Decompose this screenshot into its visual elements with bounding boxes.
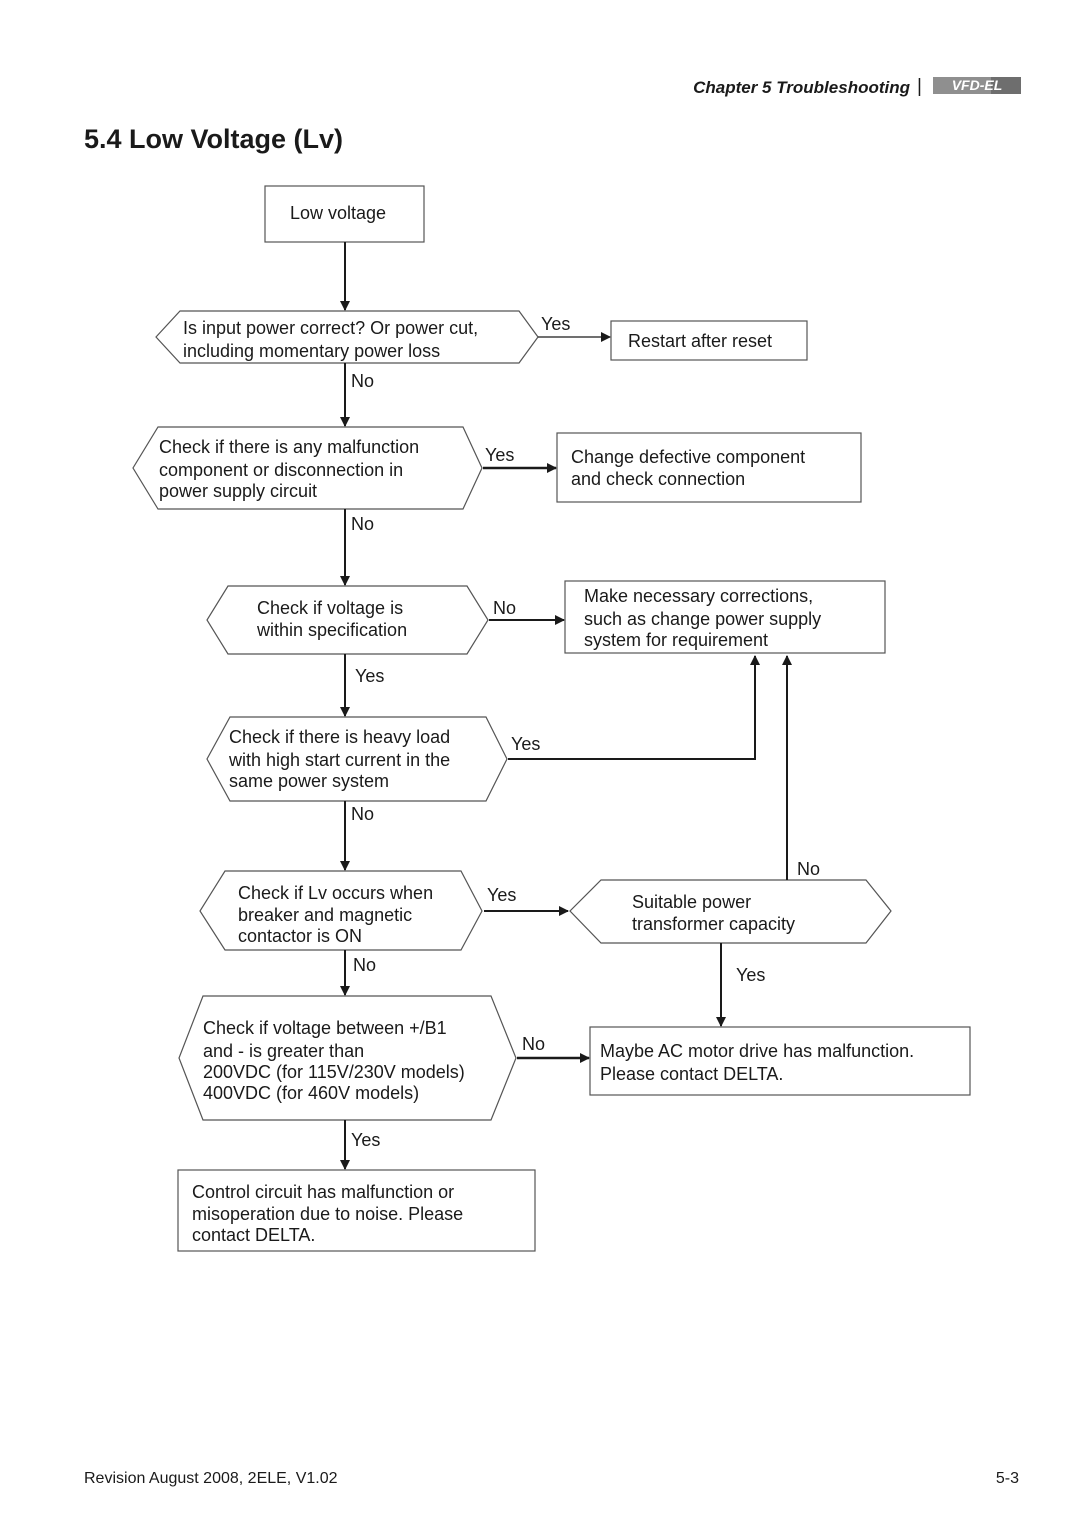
edge-label-q6-no: No: [797, 859, 820, 879]
q7-line-1: Check if voltage between +/B1: [203, 1018, 447, 1038]
edge-label-q7-no: No: [522, 1034, 545, 1054]
r3-line-1: Make necessary corrections,: [584, 586, 813, 606]
q4-line-3: same power system: [229, 771, 389, 791]
end-box: [177, 1169, 536, 1252]
chapter-header: Chapter 5 Troubleshooting: [693, 78, 910, 97]
edge-label-q4-yes: Yes: [511, 734, 540, 754]
q1-decision: [155, 310, 539, 364]
edge-label-q5-no: No: [353, 955, 376, 975]
q7-line-4: 400VDC (for 460V models): [203, 1083, 419, 1103]
q2-line-2: component or disconnection in: [159, 460, 403, 480]
q3-line-2: within specification: [256, 620, 407, 640]
r2-line-1: Change defective component: [571, 447, 805, 467]
q7-line-2: and - is greater than: [203, 1041, 364, 1061]
edge-label-q2-yes: Yes: [485, 445, 514, 465]
page-number: 5-3: [995, 1470, 1019, 1487]
end-line-3: contact DELTA.: [192, 1225, 315, 1245]
q4-line-1: Check if there is heavy load: [229, 727, 450, 747]
q1-line-2: including momentary power loss: [183, 341, 440, 361]
page-title: 5.4 Low Voltage (Lv): [84, 124, 344, 154]
q4-line-2: with high start current in the: [228, 750, 450, 770]
svg-text:VFD-EL: VFD-EL: [952, 77, 1003, 93]
start-label: Low voltage: [290, 203, 386, 223]
malfunction-box: [589, 1026, 971, 1096]
vfd-el-logo: VFD-EL: [933, 77, 1021, 94]
edge-label-q2-no: No: [351, 514, 374, 534]
edge-label-q1-no: No: [351, 371, 374, 391]
q2-line-3: power supply circuit: [159, 481, 317, 501]
edge-label-q6-yes: Yes: [736, 965, 765, 985]
q6-line-2: transformer capacity: [632, 914, 795, 934]
q2-line-1: Check if there is any malfunction: [159, 437, 419, 457]
q2-decision: [132, 426, 483, 510]
header-separator: |: [917, 76, 922, 97]
r2-line-2: and check connection: [571, 469, 745, 489]
edge-label-q5-yes: Yes: [487, 885, 516, 905]
change-component-box: [556, 432, 862, 503]
edge-label-q1-yes: Yes: [541, 314, 570, 334]
q6-line-1: Suitable power: [632, 892, 751, 912]
corrections-box: [564, 580, 886, 654]
r7-line-2: Please contact DELTA.: [600, 1064, 783, 1084]
restart-box: [610, 320, 808, 361]
edge-label-q7-yes: Yes: [351, 1130, 380, 1150]
restart-label: Restart after reset: [628, 331, 772, 351]
end-line-1: Control circuit has malfunction or: [192, 1182, 454, 1202]
q5-line-3: contactor is ON: [238, 926, 362, 946]
q3-line-1: Check if voltage is: [257, 598, 403, 618]
edge-label-q3-no: No: [493, 598, 516, 618]
edge-label-q4-no: No: [351, 804, 374, 824]
r7-line-1: Maybe AC motor drive has malfunction.: [600, 1041, 914, 1061]
q5-line-2: breaker and magnetic: [238, 905, 412, 925]
q6-decision: [569, 879, 892, 944]
r3-line-3: system for requirement: [584, 630, 768, 650]
q7-decision: [178, 995, 517, 1121]
q4-decision: [206, 716, 508, 802]
end-line-2: misoperation due to noise. Please: [192, 1204, 463, 1224]
q5-line-1: Check if Lv occurs when: [238, 883, 433, 903]
q3-decision: [206, 585, 489, 655]
r3-line-2: such as change power supply: [584, 609, 821, 629]
revision-footer: Revision August 2008, 2ELE, V1.02: [84, 1470, 338, 1487]
q1-line-1: Is input power correct? Or power cut,: [183, 318, 478, 338]
edge-label-q3-yes: Yes: [355, 666, 384, 686]
edge-q4-yes: [508, 655, 760, 760]
q5-decision: [199, 870, 483, 951]
q7-line-3: 200VDC (for 115V/230V models): [203, 1062, 465, 1082]
